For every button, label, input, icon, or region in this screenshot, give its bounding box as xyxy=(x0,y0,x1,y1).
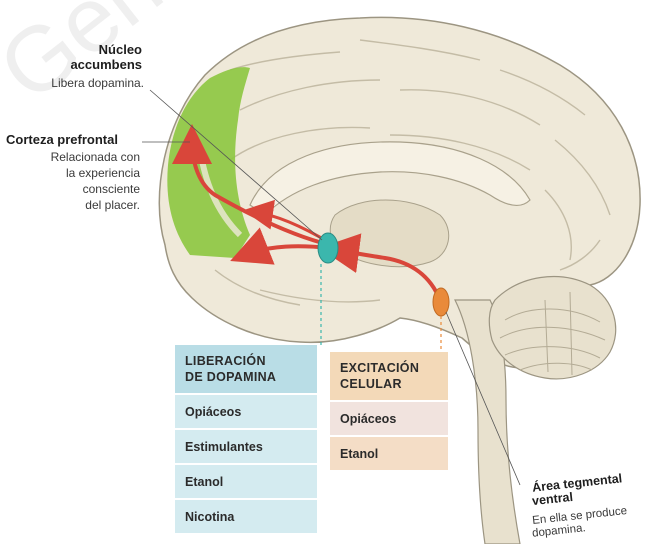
table-cell: Etanol xyxy=(185,475,223,489)
nucleo-title-line2: accumbens xyxy=(40,58,142,72)
table-liberacion-dopamina: LIBERACIÓN DE DOPAMINA Opiáceos Estimula… xyxy=(175,345,317,533)
table-cell: Estimulantes xyxy=(185,440,263,454)
table-liberacion-row: Etanol xyxy=(175,463,317,498)
table-liberacion-row: Nicotina xyxy=(175,498,317,533)
table-excitacion-header: EXCITACIÓN CELULAR xyxy=(330,352,448,400)
corteza-desc-line3: consciente xyxy=(30,182,140,196)
table-cell: Etanol xyxy=(340,447,378,461)
table-cell: Opiáceos xyxy=(185,405,241,419)
table-liberacion-header-line1: LIBERACIÓN xyxy=(185,353,307,369)
corteza-desc-line1: Relacionada con xyxy=(30,150,140,164)
nucleus-accumbens-marker xyxy=(318,233,338,263)
table-cell: Nicotina xyxy=(185,510,234,524)
table-liberacion-row: Estimulantes xyxy=(175,428,317,463)
table-excitacion-header-line2: CELULAR xyxy=(340,376,438,392)
table-liberacion-header: LIBERACIÓN DE DOPAMINA xyxy=(175,345,317,393)
corteza-desc-line2: la experiencia xyxy=(30,166,140,180)
nucleo-title-line1: Núcleo xyxy=(40,43,142,57)
corteza-title: Corteza prefrontal xyxy=(6,133,118,147)
table-excitacion-row: Opiáceos xyxy=(330,400,448,435)
table-cell: Opiáceos xyxy=(340,412,396,426)
corteza-desc-line4: del placer. xyxy=(30,198,140,212)
nucleo-description: Libera dopamina. xyxy=(30,76,144,90)
vta-marker xyxy=(433,288,449,316)
table-liberacion-row: Opiáceos xyxy=(175,393,317,428)
table-excitacion-row: Etanol xyxy=(330,435,448,470)
table-excitacion-celular: EXCITACIÓN CELULAR Opiáceos Etanol xyxy=(330,352,448,470)
table-liberacion-header-line2: DE DOPAMINA xyxy=(185,369,307,385)
table-excitacion-header-line1: EXCITACIÓN xyxy=(340,360,438,376)
